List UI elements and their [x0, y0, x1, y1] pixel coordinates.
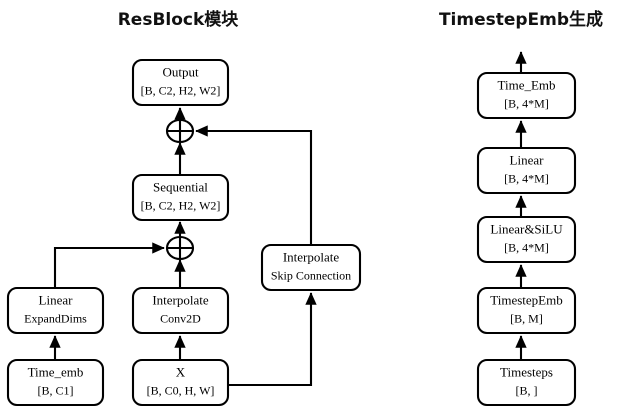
junction-add-top	[165, 118, 195, 144]
node-box-timesteps	[476, 358, 577, 407]
node-label-skip: Interpolate	[283, 249, 340, 264]
node-shape-linear: [B, 4*M]	[504, 171, 549, 185]
node-shape-interp_conv: Conv2D	[160, 311, 201, 325]
panel-title-resblock: ResBlock模块	[118, 9, 240, 30]
node-label-sequential: Sequential	[153, 179, 208, 194]
node-linear_silu[interactable]: Linear&SiLU [B, 4*M]	[476, 215, 577, 264]
node-time_emb_out[interactable]: Time_Emb [B, 4*M]	[476, 71, 577, 120]
node-label-linear: Linear	[510, 152, 545, 167]
node-shape-skip: Skip Connection	[271, 268, 351, 282]
node-linear[interactable]: Linear [B, 4*M]	[476, 146, 577, 195]
node-shape-linear_expand: ExpandDims	[24, 311, 87, 325]
node-sequential[interactable]: Sequential [B, C2, H2, W2]	[131, 173, 230, 222]
node-label-interp_conv: Interpolate	[152, 292, 209, 307]
node-box-time_emb_out	[476, 71, 577, 120]
node-box-interp_conv	[131, 286, 230, 335]
node-box-skip	[260, 243, 362, 292]
edge-skip-to-add-top	[195, 125, 313, 245]
node-label-linear_expand: Linear	[39, 292, 74, 307]
node-label-timesteps: Timesteps	[500, 364, 553, 379]
node-shape-output: [B, C2, H2, W2]	[141, 83, 221, 97]
node-shape-timesteps: [B, ]	[516, 383, 538, 397]
edge-x-to-skip	[228, 292, 317, 387]
node-shape-timestep_emb: [B, M]	[510, 311, 543, 325]
node-label-linear_silu: Linear&SiLU	[490, 221, 563, 236]
nodes-layer: Output [B, C2, H2, W2] Sequential [B, C2, H…	[6, 58, 577, 407]
panel-titles: ResBlock模块 TimestepEmb生成	[118, 9, 603, 30]
node-box-linear	[476, 146, 577, 195]
junctions-layer	[165, 118, 195, 261]
node-timestep_emb[interactable]: TimestepEmb [B, M]	[476, 286, 577, 335]
node-box-linear_expand	[6, 286, 105, 335]
node-x_input[interactable]: X [B, C0, H, W]	[131, 358, 230, 407]
node-box-x_input	[131, 358, 230, 407]
node-label-time_emb_out: Time_Emb	[497, 77, 555, 92]
node-box-time_emb_in	[6, 358, 105, 407]
node-box-linear_silu	[476, 215, 577, 264]
node-box-output	[131, 58, 230, 107]
node-shape-time_emb_in: [B, C1]	[38, 383, 74, 397]
node-shape-linear_silu: [B, 4*M]	[504, 240, 549, 254]
edges-layer	[49, 51, 527, 387]
node-box-sequential	[131, 173, 230, 222]
node-time_emb_in[interactable]: Time_emb [B, C1]	[6, 358, 105, 407]
node-label-x_input: X	[176, 364, 186, 379]
node-label-timestep_emb: TimestepEmb	[490, 292, 562, 307]
node-timesteps[interactable]: Timesteps [B, ]	[476, 358, 577, 407]
node-shape-sequential: [B, C2, H2, W2]	[141, 198, 221, 212]
node-output[interactable]: Output [B, C2, H2, W2]	[131, 58, 230, 107]
node-box-timestep_emb	[476, 286, 577, 335]
node-label-time_emb_in: Time_emb	[28, 364, 84, 379]
node-label-output: Output	[162, 64, 199, 79]
edge-linear-expand-to-add-bottom	[53, 242, 165, 288]
node-shape-time_emb_out: [B, 4*M]	[504, 96, 549, 110]
node-shape-x_input: [B, C0, H, W]	[147, 383, 215, 397]
panel-title-timestepemb: TimestepEmb生成	[439, 9, 603, 30]
junction-add-bottom	[165, 235, 195, 261]
